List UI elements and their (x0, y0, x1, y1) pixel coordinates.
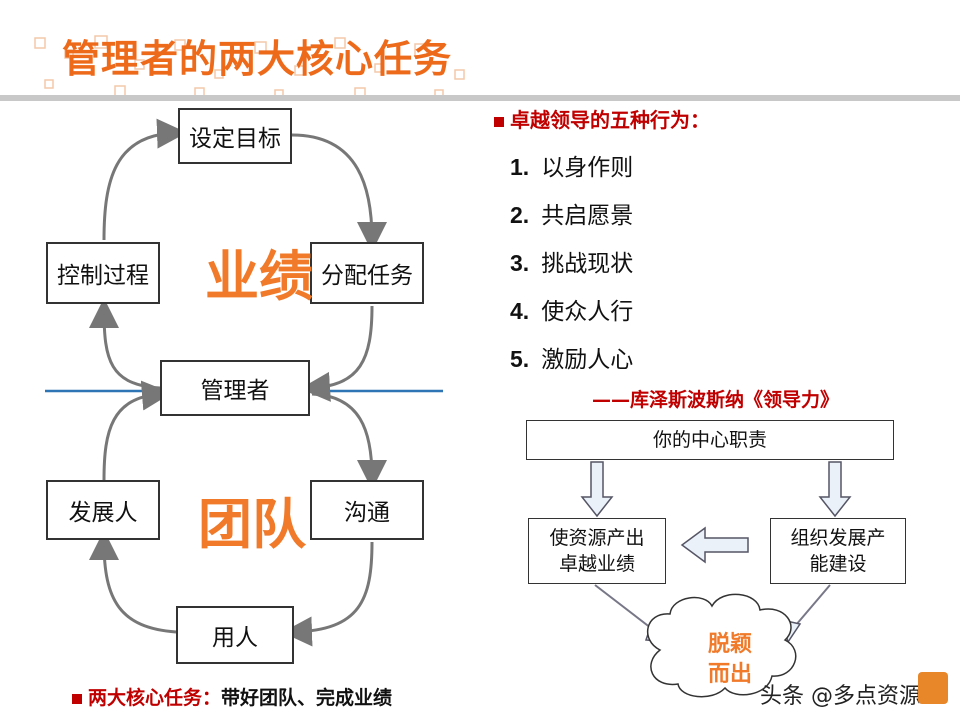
node-manager: 管理者 (160, 360, 310, 416)
footer-label: 两大核心任务： (88, 687, 222, 709)
behaviors-heading-text: 卓越领导的五种行为： (510, 108, 710, 132)
cloud-label-line1: 脱颖 (707, 632, 752, 657)
list-text: 挑战现状 (541, 251, 634, 277)
flow-resource-output: 使资源产出 卓越业绩 (528, 518, 666, 584)
flow-resource-output-line1: 使资源产出 (549, 527, 645, 549)
list-num: 1. (510, 154, 530, 180)
list-item: 2. 共启愿景 (510, 196, 633, 230)
list-num: 2. (510, 202, 530, 228)
behaviors-heading: 卓越领导的五种行为： (494, 104, 710, 133)
footer: 两大核心任务：带好团队、完成业绩 (72, 683, 392, 710)
flow-org-capacity-line2: 能建设 (809, 553, 867, 575)
list-num: 4. (510, 298, 530, 324)
title-divider (0, 95, 960, 101)
cloud-shape (646, 593, 797, 698)
list-item: 3. 挑战现状 (510, 244, 633, 278)
node-control-process: 控制过程 (46, 242, 160, 304)
label-team: 团队 (198, 493, 306, 556)
logo-icon (918, 672, 948, 704)
flow-central-duty: 你的中心职责 (526, 420, 894, 460)
cloud-label-line2: 而出 (707, 662, 752, 687)
cloud-label: 脱颖 而出 (690, 630, 770, 690)
list-text: 以身作则 (541, 155, 634, 181)
attribution: ——库泽斯波斯纳《领导力》 (592, 389, 840, 411)
list-text: 使众人行 (541, 299, 634, 325)
page-title: 管理者的两大核心任务 (62, 37, 453, 81)
list-item: 5. 激励人心 (510, 340, 633, 374)
list-num: 5. (510, 346, 530, 372)
node-set-goals: 设定目标 (178, 108, 292, 164)
node-communicate: 沟通 (310, 480, 424, 540)
flow-resource-output-line2: 卓越业绩 (558, 553, 635, 575)
list-item: 1. 以身作则 (510, 148, 633, 182)
flow-org-capacity-line1: 组织发展产 (790, 527, 886, 549)
title-decoration (34, 35, 465, 99)
watermark: 头条 @多点资源 (760, 684, 921, 709)
list-text: 共启愿景 (541, 203, 634, 229)
list-num: 3. (510, 250, 530, 276)
node-develop-people: 发展人 (46, 480, 160, 540)
bullet-square-icon (72, 693, 82, 704)
node-assign-tasks: 分配任务 (310, 242, 424, 304)
list-item: 4. 使众人行 (510, 292, 633, 326)
bullet-square-icon (494, 116, 504, 127)
flow-org-capacity: 组织发展产 能建设 (770, 518, 906, 584)
label-performance: 业绩 (205, 245, 313, 308)
node-employ-people: 用人 (176, 606, 294, 664)
list-text: 激励人心 (541, 347, 634, 373)
footer-text: 带好团队、完成业绩 (221, 687, 393, 709)
